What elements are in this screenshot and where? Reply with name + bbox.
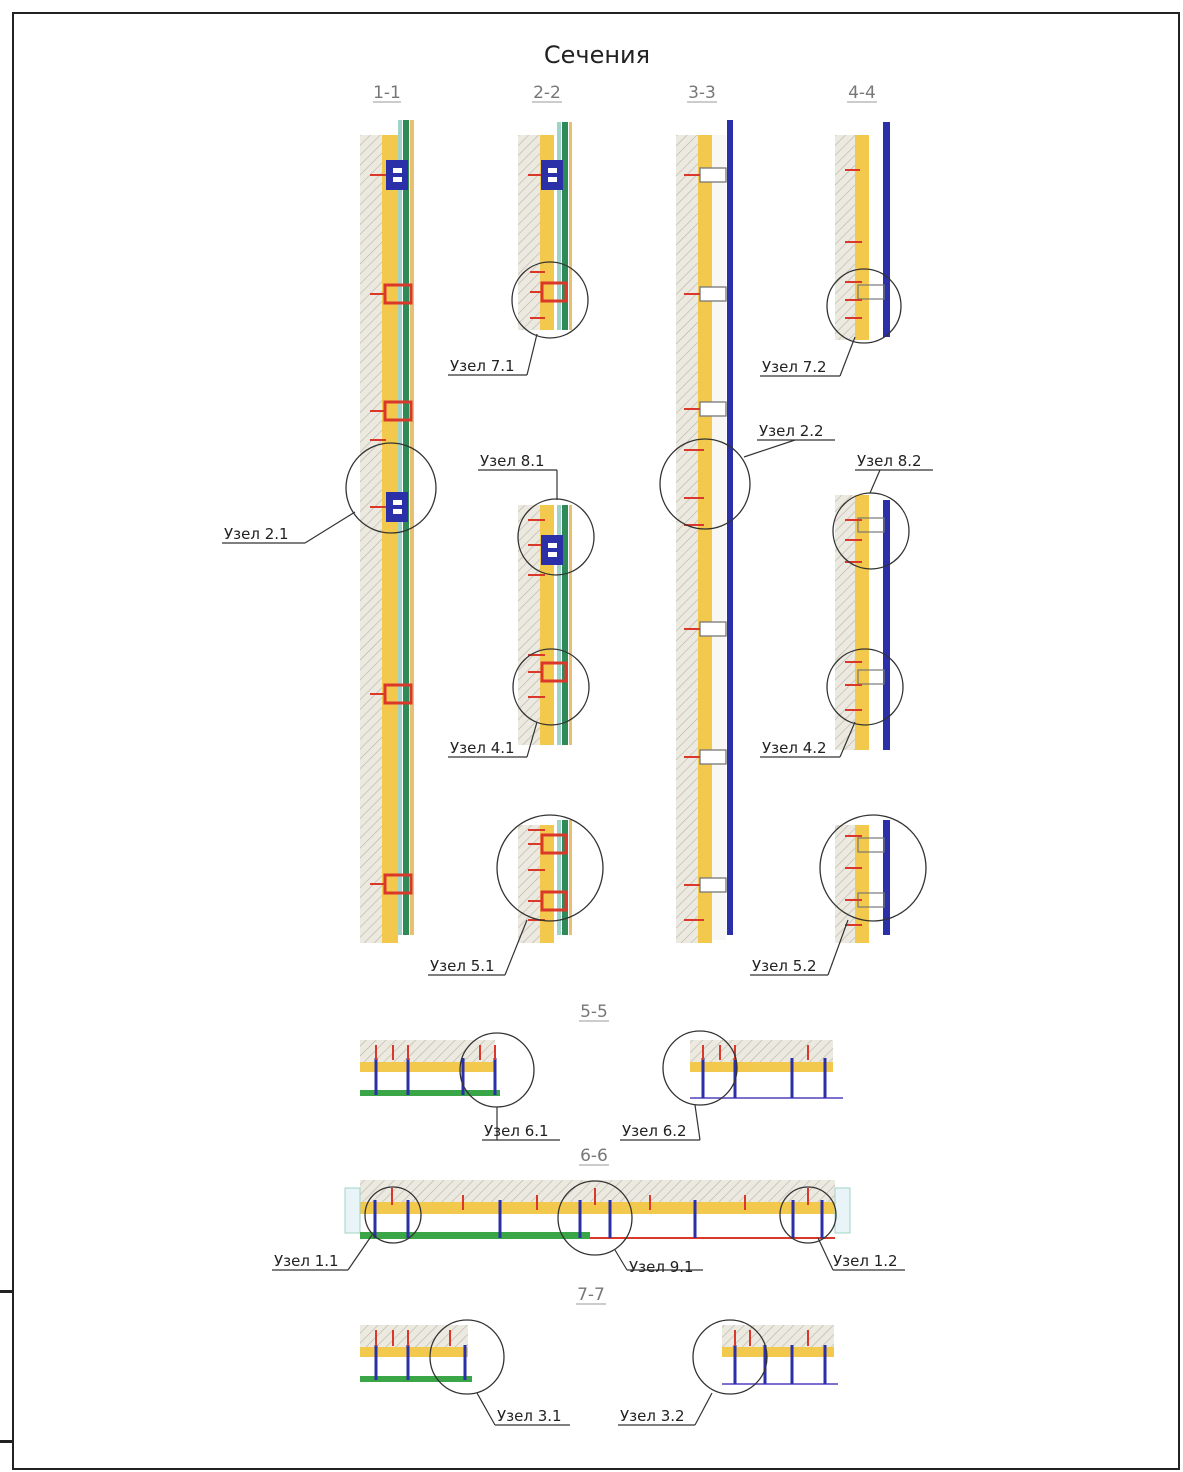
section-7-7-right <box>692 1319 838 1395</box>
section-5-5-left <box>360 1032 535 1108</box>
node-label-1-1: Узел 1.1 <box>274 1252 339 1270</box>
section-label-7-7: 7-7 <box>577 1285 605 1305</box>
node-label-6-2: Узел 6.2 <box>622 1122 687 1140</box>
node-label-9-1: Узел 9.1 <box>629 1258 694 1276</box>
node-label-5-1: Узел 5.1 <box>430 957 495 975</box>
section-1-1 <box>345 120 437 943</box>
node-label-4-1: Узел 4.1 <box>450 739 515 757</box>
node-label-4-2: Узел 4.2 <box>762 739 827 757</box>
section-3-3 <box>659 120 751 943</box>
section-2-2 <box>496 122 604 943</box>
frame-tick <box>0 1440 12 1443</box>
node-label-7-2: Узел 7.2 <box>762 358 827 376</box>
section-label-5-5: 5-5 <box>580 1002 608 1022</box>
node-label-8-2: Узел 8.2 <box>857 452 922 470</box>
node-label-2-2: Узел 2.2 <box>759 422 824 440</box>
section-label-3-3: 3-3 <box>688 83 716 103</box>
node-label-7-1: Узел 7.1 <box>450 357 515 375</box>
section-5-5-right <box>662 1030 843 1106</box>
node-label-1-2: Узел 1.2 <box>833 1252 898 1270</box>
section-label-6-6: 6-6 <box>580 1146 608 1166</box>
node-label-3-2: Узел 3.2 <box>620 1407 685 1425</box>
section-label-2-2: 2-2 <box>533 83 561 103</box>
section-label-1-1: 1-1 <box>373 83 401 103</box>
node-label-2-1: Узел 2.1 <box>224 525 289 543</box>
section-4-4 <box>819 122 927 943</box>
node-label-3-1: Узел 3.1 <box>497 1407 562 1425</box>
sheet-frame <box>12 12 1180 1470</box>
section-7-7-left <box>360 1319 505 1395</box>
node-label-8-1: Узел 8.1 <box>480 452 545 470</box>
callout-leaders <box>222 333 933 976</box>
page-title: Сечения <box>544 41 650 69</box>
section-label-4-4: 4-4 <box>848 83 876 103</box>
section-6-6 <box>344 1180 851 1256</box>
frame-tick <box>0 1290 12 1293</box>
node-label-5-2: Узел 5.2 <box>752 957 817 975</box>
node-label-6-1: Узел 6.1 <box>484 1122 549 1140</box>
